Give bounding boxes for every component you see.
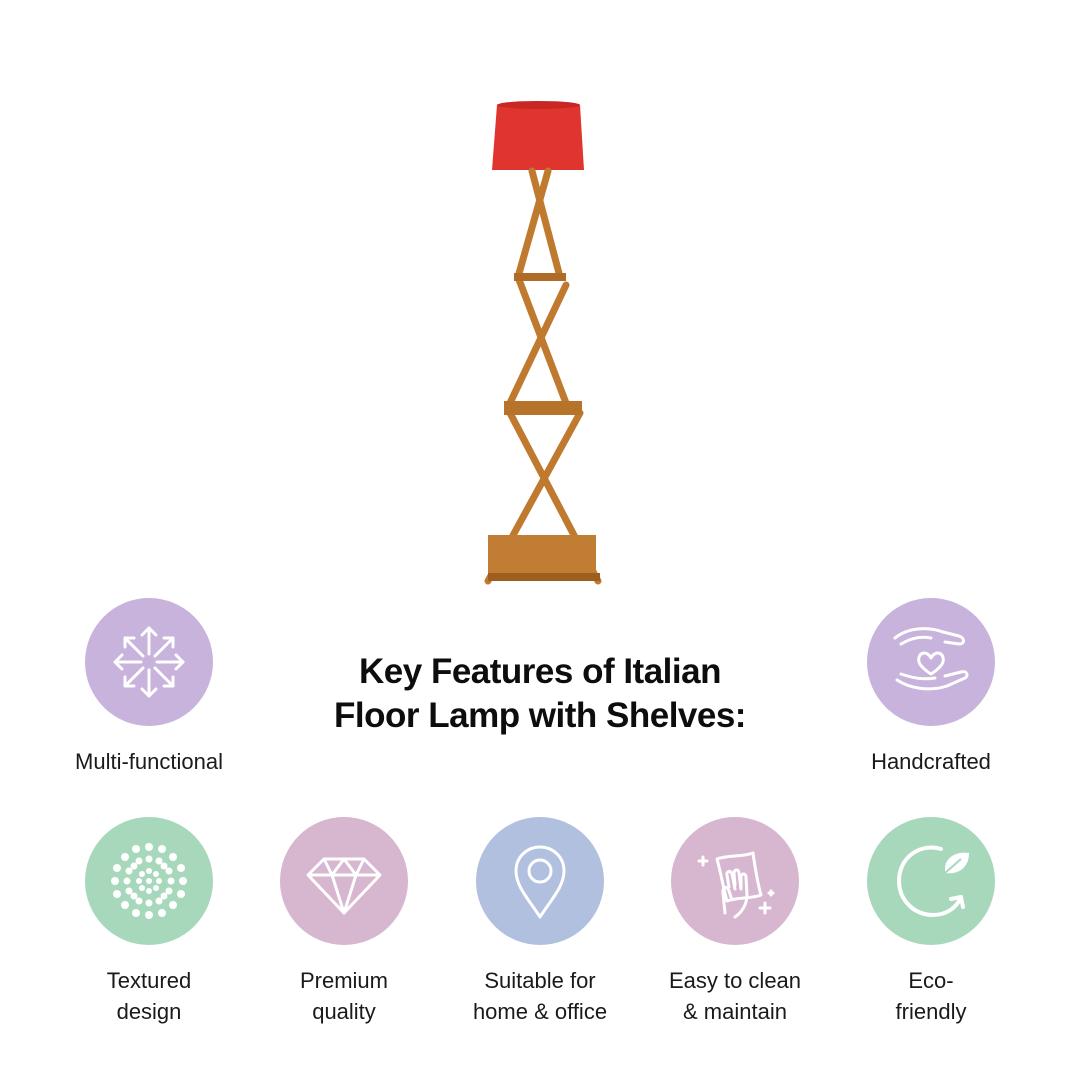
feature-label: Multi-functional xyxy=(75,749,223,774)
feature-circle xyxy=(476,817,604,945)
hands-heart-icon xyxy=(893,627,969,691)
eco-recycle-icon xyxy=(897,845,969,917)
feature-circle xyxy=(867,817,995,945)
floor-lamp-illustration xyxy=(484,101,602,585)
diamond-icon xyxy=(306,857,382,915)
shelf-bottom xyxy=(488,535,596,575)
feature-label: Suitable for home & office xyxy=(472,968,608,1024)
feature-easy-clean: Easy to clean & maintain xyxy=(635,817,835,1027)
cleaning-hand-icon xyxy=(697,851,775,919)
feature-eco-friendly: Eco- friendly xyxy=(831,817,1031,1027)
feature-handcrafted: Handcrafted xyxy=(831,598,1031,777)
feature-label: Handcrafted xyxy=(871,749,991,774)
location-pin-icon xyxy=(514,845,566,919)
feature-circle xyxy=(671,817,799,945)
feature-label: Premium quality xyxy=(299,968,388,1024)
section-title-line-2: Floor Lamp with Shelves: xyxy=(334,696,746,735)
section-title: Key Features of Italian Floor Lamp with … xyxy=(290,650,790,738)
dots-pattern-icon xyxy=(111,843,187,919)
shelf-middle xyxy=(504,401,582,415)
feature-circle xyxy=(85,598,213,726)
feature-premium-quality: Premium quality xyxy=(244,817,444,1027)
shelf-top xyxy=(514,273,566,281)
arrows-outward-icon xyxy=(113,626,185,698)
lampshade xyxy=(492,105,584,170)
feature-circle xyxy=(867,598,995,726)
feature-label: Textured design xyxy=(106,968,192,1024)
feature-multi-functional: Multi-functional xyxy=(49,598,249,777)
feature-label: Eco- friendly xyxy=(895,968,967,1024)
feature-circle xyxy=(85,817,213,945)
feature-circle xyxy=(280,817,408,945)
feature-textured-design: Textured design xyxy=(49,817,249,1027)
feature-home-office: Suitable for home & office xyxy=(440,817,640,1027)
section-title-line-1: Key Features of Italian xyxy=(359,652,721,691)
feature-label: Easy to clean & maintain xyxy=(668,968,802,1024)
product-image xyxy=(470,95,620,595)
